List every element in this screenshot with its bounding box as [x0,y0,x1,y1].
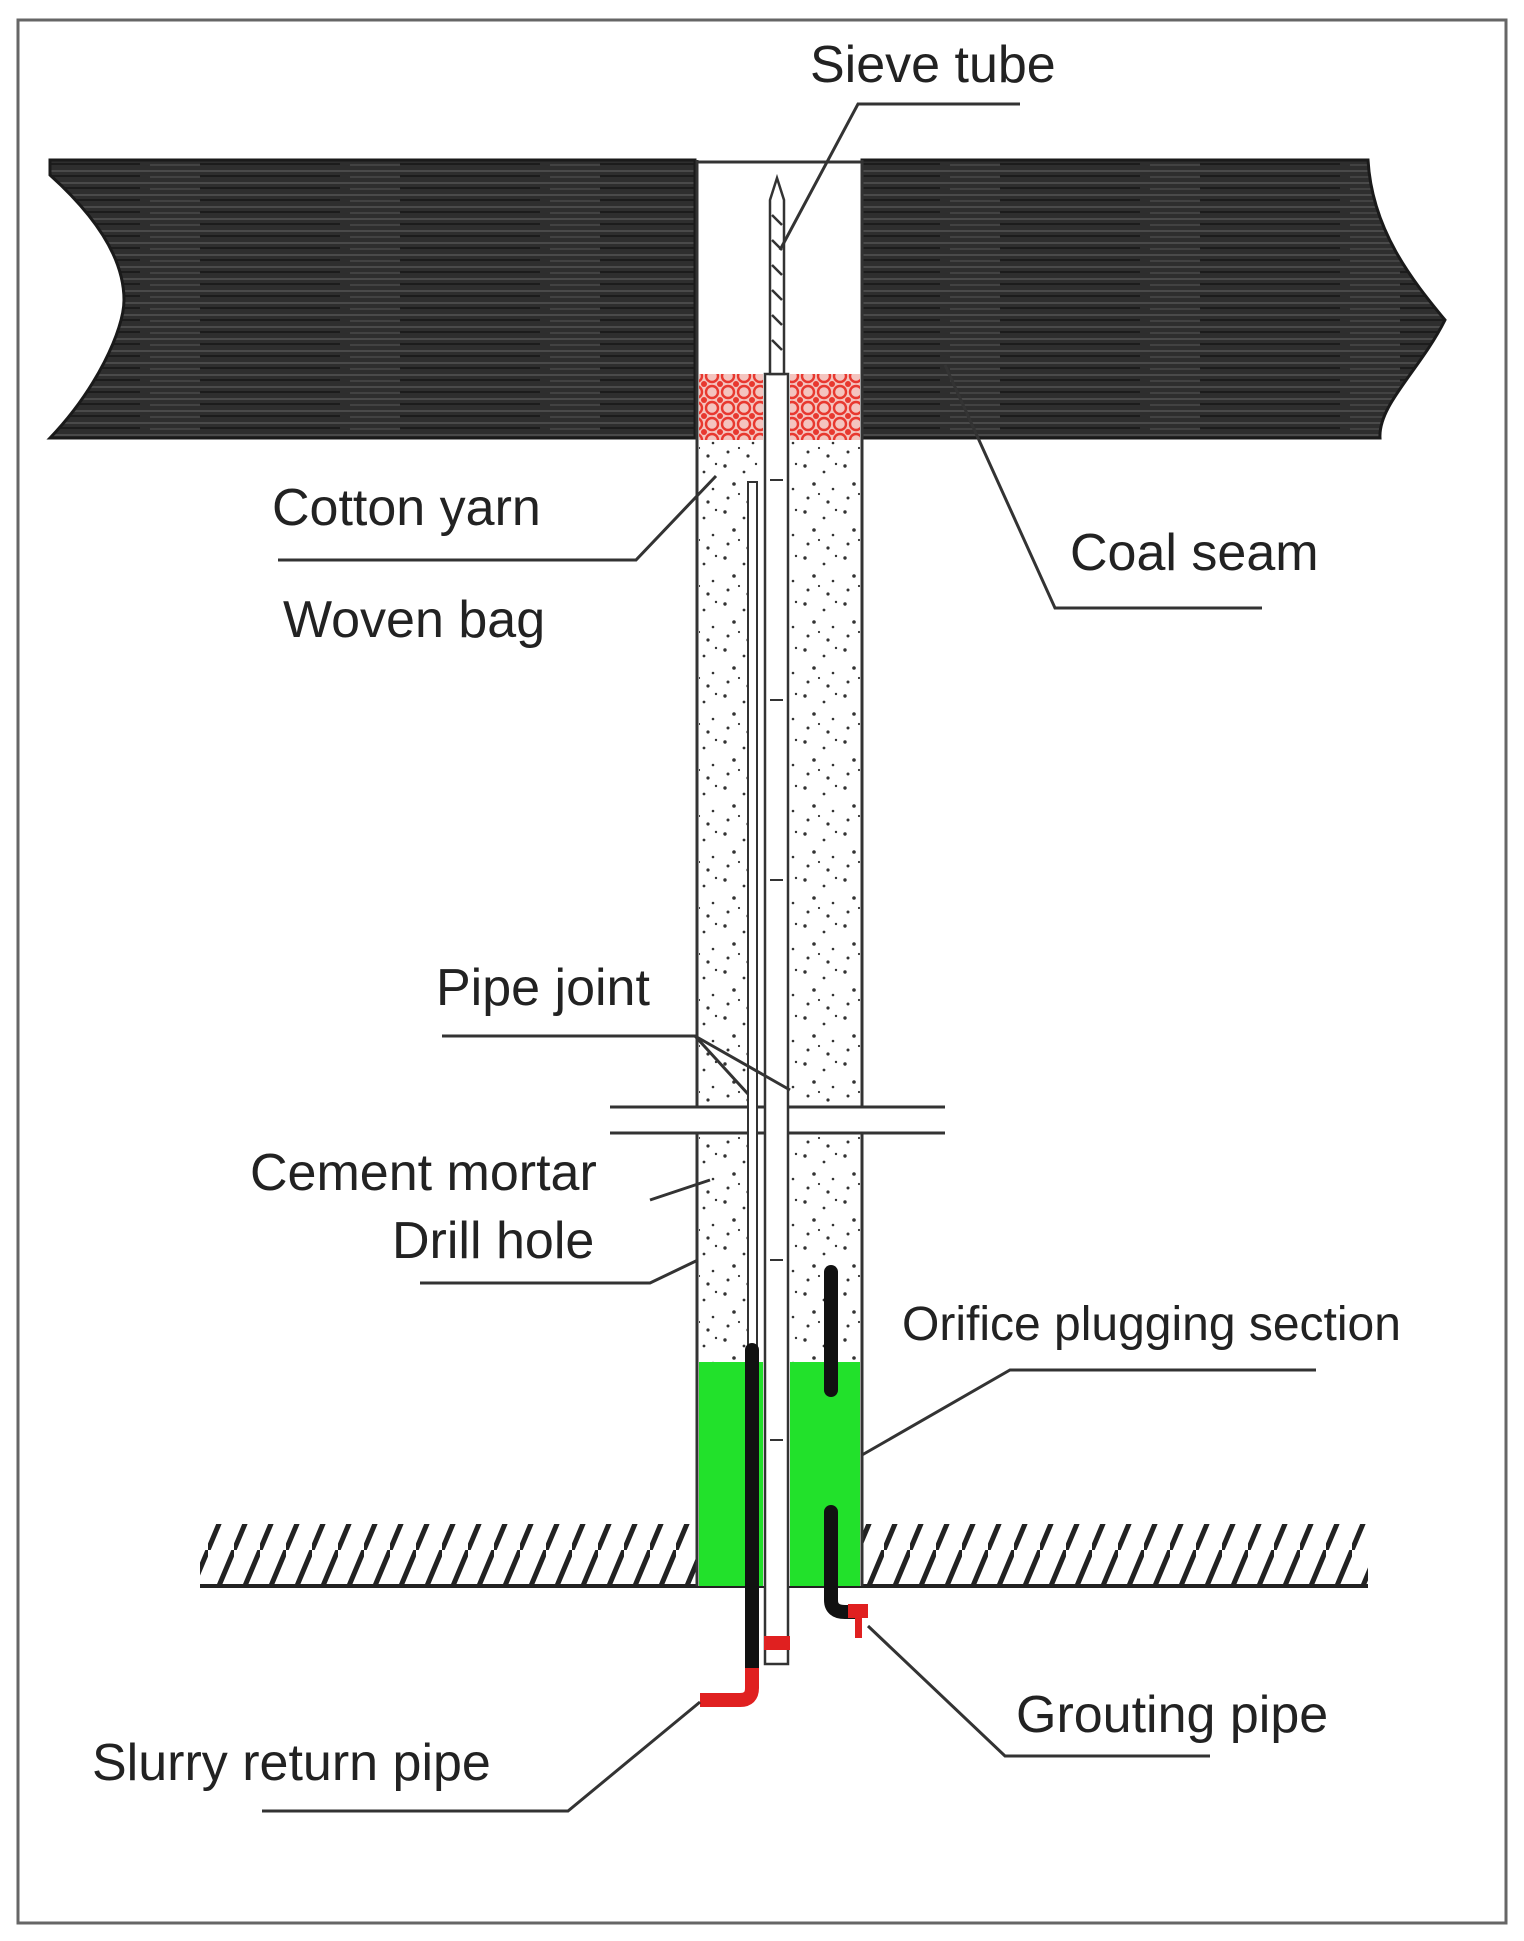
leader-coal-seam [943,364,1262,610]
leader-slurry-return [262,1700,701,1813]
label-cotton-yarn: Cotton yarn [272,479,541,537]
coal-seam-right [860,158,1447,440]
label-pipe-joint: Pipe joint [436,959,650,1017]
grouting-pipe-body-lower [824,1505,863,1619]
label-slurry-return-pipe: Slurry return pipe [92,1734,491,1792]
central-pipe [763,372,790,1666]
figure-frame [16,18,1508,1925]
leader-cotton-yarn [278,474,718,562]
ground-hatch-right [862,1524,1368,1586]
sieve-tube [768,173,786,376]
grouting-valve-stem [855,1616,862,1638]
cotton-yarn-right [790,374,860,440]
leader-grouting-pipe [866,1624,1210,1758]
leader-drill-hole [420,1258,699,1285]
ground-hatch-left [200,1524,697,1586]
label-woven-bag: Woven bag [283,591,545,649]
coal-seam-left [46,158,697,440]
grouting-valve [848,1604,868,1618]
label-cement-mortar: Cement mortar [250,1144,597,1202]
label-grouting-pipe: Grouting pipe [1016,1686,1328,1744]
leader-orifice-plugging [861,1368,1316,1457]
label-drill-hole: Drill hole [392,1212,594,1270]
label-orifice-plugging-section: Orifice plugging section [902,1298,1401,1351]
label-coal-seam: Coal seam [1070,524,1319,582]
slurry-return-outlet [700,1668,759,1707]
leader-cement-mortar [649,1178,711,1202]
cotton-yarn-left [699,374,763,440]
leader-lines [262,102,1316,1813]
slurry-return-inner-pipe [747,481,758,1363]
leader-pipe-joint-2 [694,1034,791,1092]
leader-sieve-tube [778,102,1020,251]
label-sieve-tube: Sieve tube [810,36,1056,94]
central-valve [764,1636,790,1650]
